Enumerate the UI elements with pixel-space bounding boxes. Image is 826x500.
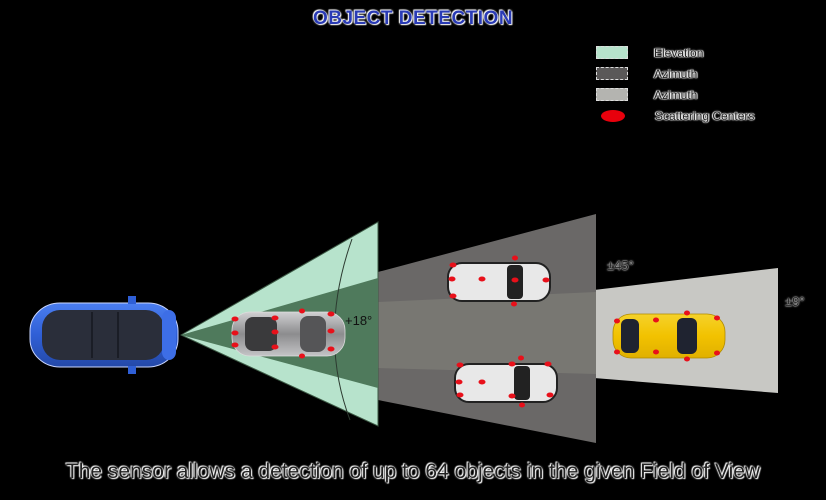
legend-label: Azimuth xyxy=(654,87,698,102)
target-vehicle-gray xyxy=(231,308,346,359)
azimuth-wide-swatch-icon xyxy=(596,67,628,80)
legend-item-scattering: Scattering Centers xyxy=(596,105,754,126)
azimuth-narrow-angle-label: ±9° xyxy=(785,294,805,309)
azimuth-narrow-swatch-icon xyxy=(596,88,628,101)
legend-item-azimuth-wide: Azimuth xyxy=(596,63,754,84)
elevation-angle-label: +18° xyxy=(345,313,373,328)
target-vehicle-yellow xyxy=(612,310,726,362)
legend-item-azimuth-narrow: Azimuth xyxy=(596,84,754,105)
azimuth-wide-angle-label: ±45° xyxy=(607,258,634,273)
target-vehicle-white-lower xyxy=(454,355,558,408)
target-vehicle-white-upper xyxy=(447,255,551,307)
scattering-center-icon xyxy=(601,109,625,122)
legend-label: Azimuth xyxy=(654,66,698,81)
page-title: OBJECT DETECTION xyxy=(312,8,514,29)
legend-label: Elevation xyxy=(654,45,704,60)
azimuth-wide-band xyxy=(378,292,596,374)
legend-item-elevation: Elevation xyxy=(596,42,754,63)
caption: The sensor allows a detection of up to 6… xyxy=(65,460,761,483)
ego-vehicle xyxy=(29,296,179,374)
legend: Elevation Azimuth Azimuth Scattering Cen… xyxy=(596,42,754,126)
legend-label: Scattering Centers xyxy=(655,108,755,123)
elevation-swatch-icon xyxy=(596,46,628,59)
